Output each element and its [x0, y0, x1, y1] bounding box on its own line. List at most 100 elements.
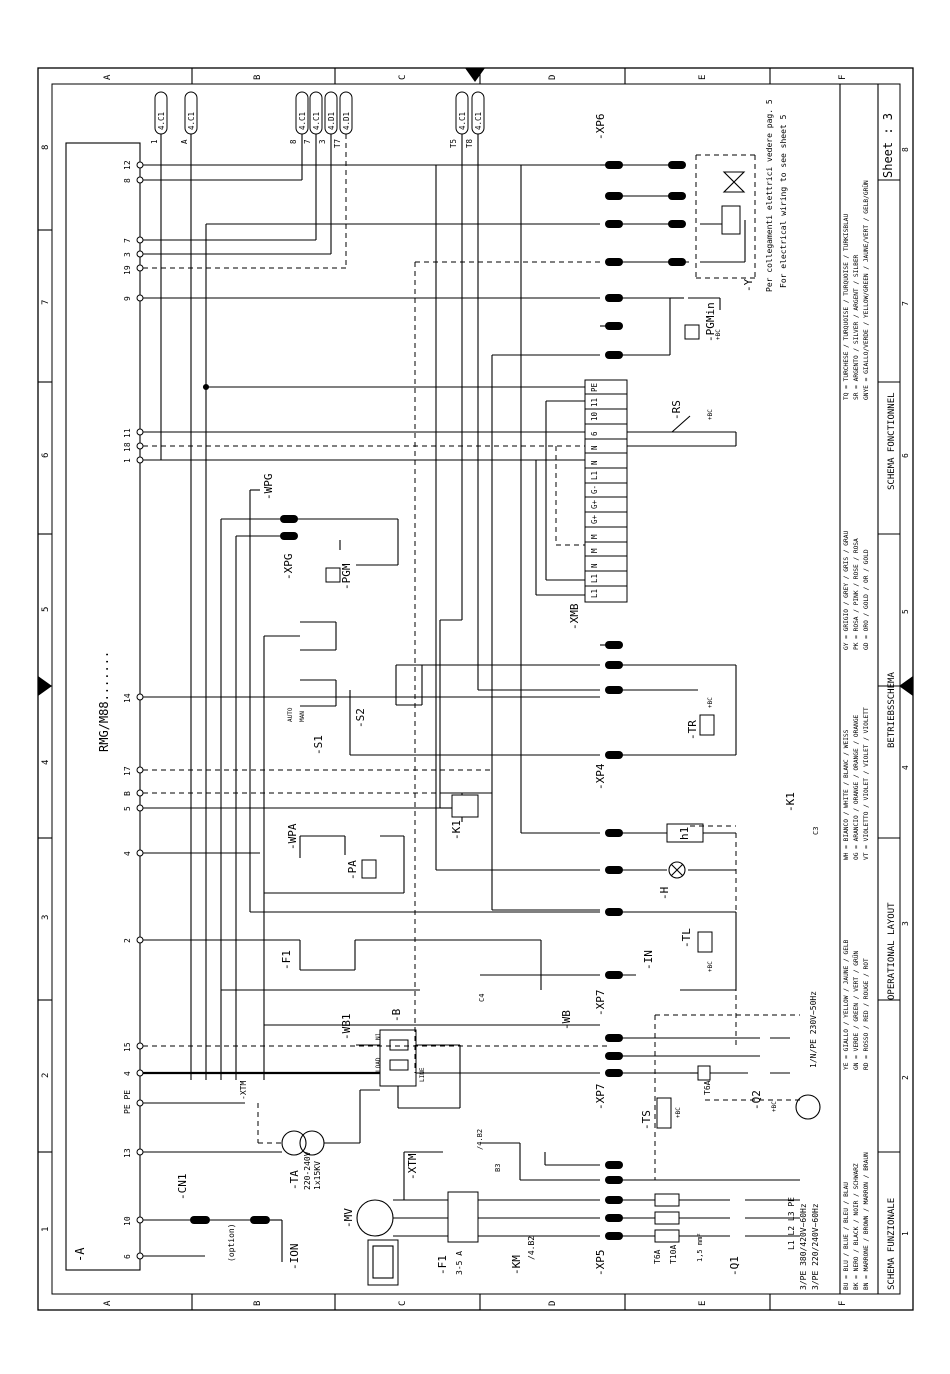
svg-text:T5: T5 — [449, 139, 458, 148]
xmb-row: M — [590, 534, 599, 539]
label-bc: +BC — [707, 697, 714, 708]
sheet-col-number: 1 — [901, 1231, 910, 1236]
wiring-dashed — [143, 134, 800, 1180]
plug-xp7 — [605, 829, 623, 1077]
label-xpg: -XPG — [282, 554, 295, 581]
label-h1: h1 — [678, 827, 691, 840]
legend-line: GNYE = GIALLO/VERDE / YELLOW/GREEN / JAU… — [861, 180, 870, 400]
component-symbols — [325, 171, 821, 1286]
component-labels: -XP6 -Y Per collegamenti elettrici veder… — [176, 99, 820, 1290]
label-pa: -PA — [346, 860, 359, 880]
xmb-row: G- — [590, 485, 599, 494]
svg-text:4.D1: 4.D1 — [327, 112, 336, 130]
legend-line: WH = BIANCO / WHITE / BLANC / WEISS — [843, 729, 850, 860]
label-f1-rating: 3-5 A — [455, 1251, 464, 1275]
xmb-row: 10 — [590, 411, 599, 421]
label-tl: -TL — [680, 928, 693, 948]
label-bc: +BC — [771, 1101, 778, 1112]
grid-col-label: B — [253, 75, 263, 80]
label-s1: -S1 — [312, 735, 325, 755]
center-marker-left — [38, 676, 52, 696]
legend-line: BU = BLU / BLUE / BLEU / BLAU — [843, 1182, 850, 1290]
label-load: LOAD — [375, 1057, 382, 1072]
legend-line: PK = ROSA / PINK / ROSE / ROSA — [853, 538, 860, 650]
center-marker-top — [465, 68, 485, 82]
svg-text:7: 7 — [123, 238, 132, 243]
legend-line: VT = VIOLETTO / VIOLET / VIOLET / VIOLET… — [863, 707, 870, 860]
wiring-solid — [143, 134, 800, 1262]
sheet-col-number: 3 — [901, 921, 910, 926]
label-ta-spec1: 220-240V — [303, 1151, 312, 1190]
legend-line: TQ = TURCHESE / TURQUOISE / TURQUOISE / … — [843, 213, 850, 400]
label-c3: C3 — [812, 827, 820, 835]
grid-col-label: D — [548, 75, 558, 80]
grid-col-label: A — [103, 1300, 113, 1306]
label-xp4: -XP4 — [594, 763, 607, 790]
svg-text:4.C1: 4.C1 — [187, 112, 196, 130]
legend-line: SR = ARGENTO / SILVER / ARGENT / SILBER — [853, 254, 860, 400]
svg-text:4: 4 — [123, 851, 132, 856]
xmb-row: N — [590, 460, 599, 465]
top-connectors: 4.C1 1 4.C1 A 4.C1 8 4.C1 7 4.D1 3 4.D1 … — [150, 91, 485, 148]
svg-text:1: 1 — [123, 458, 132, 463]
controller-block — [65, 142, 141, 1271]
xmb-row: 11 — [590, 398, 599, 407]
legend-line: BN = MARRONE / BROWN / MARRON / BRAUN — [863, 1152, 870, 1290]
label-wpa: -WPA — [286, 823, 299, 850]
grid-row-label: 2 — [41, 1073, 51, 1078]
label-rs: -RS — [670, 400, 683, 420]
title-en: OPERATIONAL LAYOUT — [887, 902, 897, 1000]
plug-xp5 — [605, 1161, 623, 1240]
terminal-3: 3 — [123, 250, 144, 258]
label-ts: -TS — [640, 1110, 653, 1130]
label-bc: +BC — [707, 409, 714, 420]
xmb-row: N — [590, 445, 599, 450]
terminal-4: 4 — [123, 849, 144, 857]
grid-col-label: D — [548, 1301, 558, 1306]
grid-col-label: F — [838, 1301, 848, 1306]
label-bc: +BC — [707, 961, 714, 972]
svg-text:4: 4 — [123, 1071, 132, 1076]
label-t6a: T6A — [703, 1080, 712, 1095]
label-bc: +BC — [715, 329, 722, 340]
terminal-1: 1 — [123, 456, 144, 464]
legend-line: YE = GIALLO / YELLOW / JAUNE / GELB — [843, 939, 850, 1070]
legend-line: GD = ORO / GOLD / OR / GOLD — [863, 549, 870, 650]
terminal-8: 8 — [123, 176, 144, 184]
label-ion: -ION — [288, 1244, 301, 1271]
svg-text:4.C1: 4.C1 — [298, 112, 307, 130]
svg-text:4.C1: 4.C1 — [474, 112, 483, 130]
label-k1-coil: -K1 — [784, 792, 797, 812]
terminal-4b: 4 — [123, 1069, 144, 1077]
legend-line: GY = GRIGIO / GREY / GRIS / GRAU — [843, 531, 850, 650]
grid-row-label: 7 — [41, 300, 51, 305]
xmb-row: L1 — [590, 471, 599, 480]
label-h: -H — [658, 887, 671, 900]
ts-box — [656, 1097, 672, 1129]
legend-line: GN = VERDE / GREEN / VERT / GRÜN — [851, 951, 860, 1070]
label-supply3: 3/PE 220/240V~60Hz — [811, 1203, 820, 1290]
sheet-col-number: 2 — [901, 1075, 910, 1080]
label-km: -KM — [510, 1255, 523, 1275]
svg-text:17: 17 — [123, 766, 132, 776]
svg-text:15: 15 — [123, 1042, 132, 1052]
label-ref482: /4.B2 — [476, 1129, 484, 1150]
svg-text:PE PE: PE PE — [123, 1090, 132, 1114]
xmb-row: 6 — [590, 431, 599, 436]
svg-text:3: 3 — [123, 252, 132, 257]
sheet-col-number: 4 — [901, 765, 910, 770]
terminal-9: 9 — [123, 294, 144, 302]
svg-text:B: B — [123, 791, 132, 796]
label-wire-size: 1,5 mm² — [696, 1232, 704, 1262]
legend-line: OG = ARANCIO / ORANGE / ORANGE / ORANGE — [853, 714, 860, 860]
title-fr: SCHEMA FONCTIONNEL — [887, 392, 897, 490]
svg-text:12: 12 — [123, 160, 132, 170]
label-cn1: -CN1 — [176, 1174, 189, 1201]
xmb-terminal-strip: PE 11 10 6 N N L1 G- G+ G+ M M N L1 L1 — [584, 379, 628, 603]
grid-col-label: A — [103, 74, 113, 80]
inner-frame — [51, 83, 901, 1295]
svg-text:4.C1: 4.C1 — [312, 112, 321, 130]
terminal-7: 7 — [123, 236, 144, 244]
label-q2: -Q2 — [750, 1090, 763, 1110]
